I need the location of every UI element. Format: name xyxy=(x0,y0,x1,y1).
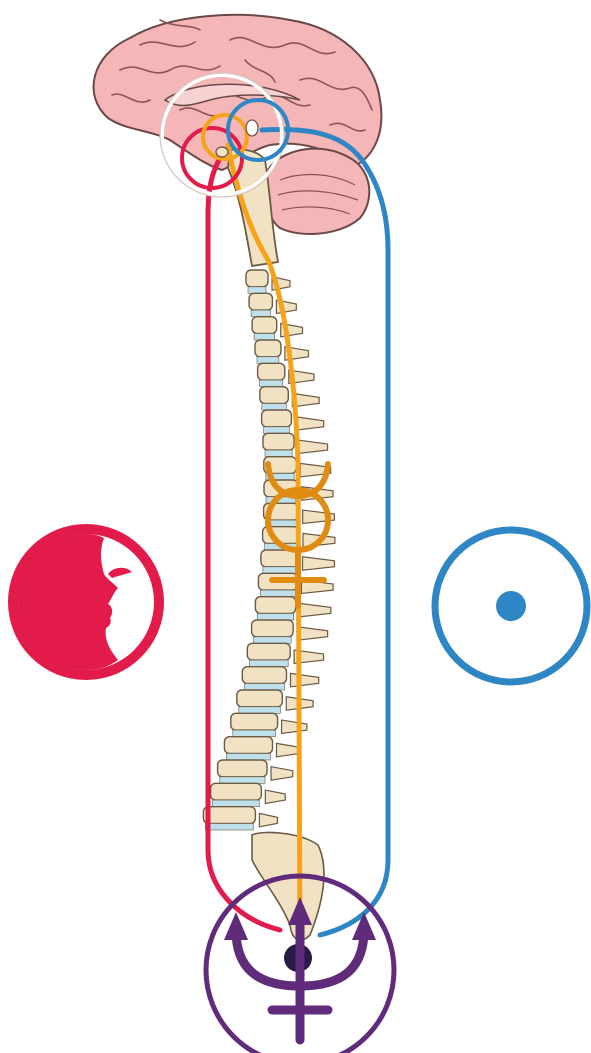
spinous-process xyxy=(259,813,277,826)
intervertebral-disc xyxy=(260,380,283,387)
intervertebral-disc xyxy=(254,334,275,341)
vertebra xyxy=(249,293,272,310)
vertebra xyxy=(211,783,262,800)
spinous-process xyxy=(282,720,307,733)
spine xyxy=(203,270,334,940)
pineal-gland xyxy=(246,120,258,136)
intervertebral-disc xyxy=(251,310,270,317)
intervertebral-disc xyxy=(265,450,292,457)
intervertebral-disc xyxy=(260,590,295,597)
spinous-process xyxy=(276,743,300,756)
vertebra xyxy=(242,667,286,684)
vertebra xyxy=(255,597,295,614)
intervertebral-disc xyxy=(205,824,253,831)
intervertebral-disc xyxy=(264,427,290,434)
spinous-process xyxy=(265,790,285,803)
spinous-process xyxy=(290,673,318,686)
vertebra xyxy=(255,340,281,357)
spinous-process xyxy=(297,627,327,640)
vertebra xyxy=(262,410,292,427)
spinous-process xyxy=(271,767,293,780)
intervertebral-disc xyxy=(233,730,276,737)
spinous-process xyxy=(295,417,323,430)
vertebra xyxy=(258,363,285,380)
vertebra xyxy=(237,690,282,707)
intervertebral-disc xyxy=(244,684,284,691)
spinous-process xyxy=(300,603,331,616)
vertebra xyxy=(231,713,278,730)
intervertebral-disc xyxy=(226,754,270,761)
pituitary-gland xyxy=(216,147,228,157)
intervertebral-disc xyxy=(213,800,260,807)
vertebra xyxy=(246,270,268,287)
vertebra xyxy=(224,737,272,754)
intervertebral-disc xyxy=(248,287,266,294)
intervertebral-disc xyxy=(262,404,287,411)
intervertebral-disc xyxy=(254,637,292,644)
vertebra xyxy=(218,760,267,777)
vertebra xyxy=(252,317,277,334)
intervertebral-disc xyxy=(220,777,265,784)
intervertebral-disc xyxy=(249,660,288,667)
sun-symbol-icon xyxy=(435,530,587,682)
intervertebral-disc xyxy=(257,357,279,364)
intervertebral-disc xyxy=(257,614,293,621)
spinous-process xyxy=(303,557,335,570)
vertebra xyxy=(247,643,290,660)
vertebra xyxy=(252,620,294,637)
spinous-process xyxy=(298,440,327,453)
neptune-trident-icon xyxy=(206,876,394,1053)
vertebra xyxy=(263,433,294,450)
moon-face-icon xyxy=(8,524,164,680)
intervertebral-disc xyxy=(263,567,297,574)
vertebra xyxy=(203,807,255,824)
vertebra xyxy=(260,387,289,404)
intervertebral-disc xyxy=(239,707,280,714)
